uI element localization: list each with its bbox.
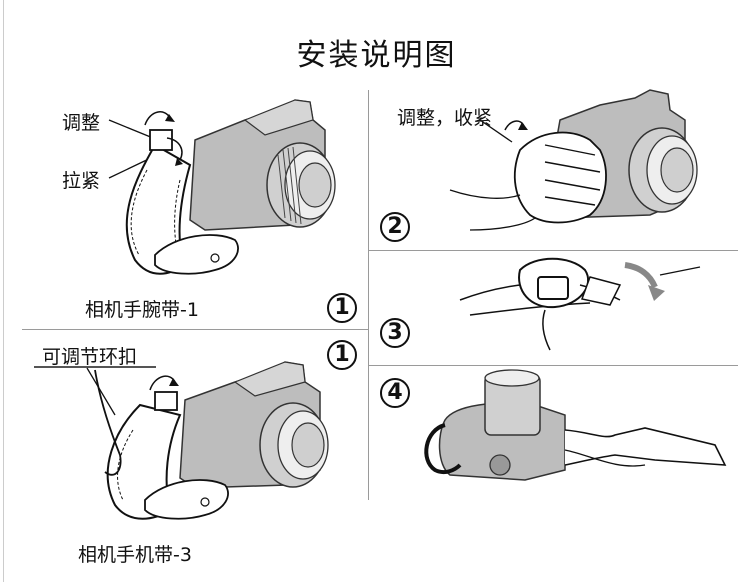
label-adjustable-buckle: 可调节环扣 bbox=[42, 346, 138, 368]
horizontal-divider-right-1 bbox=[368, 250, 738, 251]
camera-with-attached-strap-illustration bbox=[424, 369, 727, 481]
label-adjust-tighten: 调整，收紧 bbox=[397, 107, 493, 129]
left-edge-line bbox=[3, 0, 4, 582]
strap-threading-illustration bbox=[459, 257, 701, 351]
camera-wrist-strap-illustration-1 bbox=[108, 99, 336, 275]
buckle-label-underline bbox=[34, 366, 156, 368]
horizontal-divider-left bbox=[22, 329, 368, 330]
step-badge-2: 2 bbox=[380, 212, 410, 242]
step-badge-1-top: 1 bbox=[327, 293, 357, 323]
caption-hand-strap-3: 相机手机带-3 bbox=[78, 544, 192, 566]
label-adjust: 调整 bbox=[62, 112, 101, 134]
horizontal-divider-right-2 bbox=[368, 365, 738, 366]
hand-holding-camera-illustration bbox=[449, 89, 698, 231]
camera-hand-strap-illustration-3 bbox=[86, 361, 329, 520]
label-tighten: 拉紧 bbox=[62, 170, 101, 192]
step-badge-1-bottom: 1 bbox=[327, 340, 357, 370]
page-title: 安装说明图 bbox=[296, 38, 457, 73]
vertical-divider bbox=[368, 90, 369, 500]
step-badge-3: 3 bbox=[380, 318, 410, 348]
step-badge-4: 4 bbox=[380, 378, 410, 408]
caption-wrist-strap-1: 相机手腕带-1 bbox=[85, 299, 199, 321]
